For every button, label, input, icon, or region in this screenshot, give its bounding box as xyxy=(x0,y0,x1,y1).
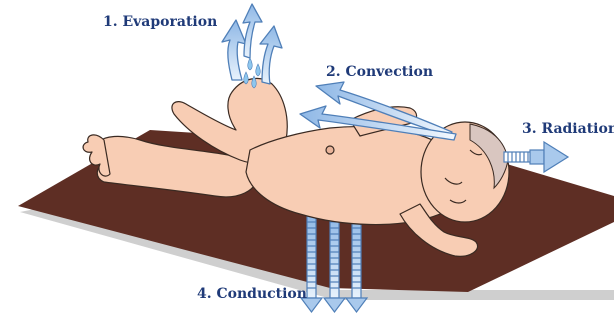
convection-label: 2. Convection xyxy=(326,64,433,80)
conduction-label: 4. Conduction xyxy=(197,286,307,302)
conduction-arrows xyxy=(301,216,367,312)
evaporation-arrows xyxy=(222,4,282,84)
radiation-label: 3. Radiation xyxy=(522,121,614,137)
evaporation-label: 1. Evaporation xyxy=(103,14,217,30)
